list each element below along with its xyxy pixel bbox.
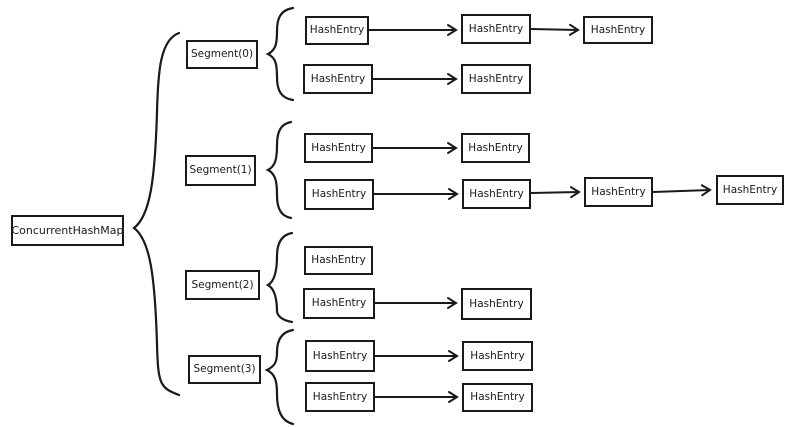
node-hashentry: HashEntry	[461, 133, 530, 163]
node-hashentry: HashEntry	[305, 16, 369, 45]
arrow	[652, 184, 712, 197]
node-hashentry: HashEntry	[305, 340, 375, 372]
node-hashentry: HashEntry	[304, 133, 373, 163]
root-brace	[132, 31, 181, 397]
node-concurrenthashmap: ConcurrentHashMap	[11, 215, 124, 246]
node-hashentry: HashEntry	[461, 14, 531, 44]
segment-0-brace	[265, 6, 295, 102]
node-hashentry: HashEntry	[303, 64, 373, 94]
node-hashentry: HashEntry	[716, 175, 784, 205]
segment-3-brace	[264, 328, 295, 426]
node-hashentry: HashEntry	[584, 177, 653, 207]
arrow	[530, 186, 581, 199]
node-segment-1: Segment(1)	[185, 155, 256, 186]
node-hashentry: HashEntry	[303, 288, 375, 319]
arrow	[530, 23, 580, 36]
node-hashentry: HashEntry	[462, 383, 533, 412]
node-hashentry: HashEntry	[462, 179, 531, 209]
segment-1-brace	[265, 120, 293, 220]
node-hashentry: HashEntry	[304, 179, 374, 210]
node-segment-2: Segment(2)	[185, 270, 260, 300]
node-hashentry: HashEntry	[305, 382, 375, 412]
node-hashentry: HashEntry	[583, 16, 653, 44]
node-segment-3: Segment(3)	[188, 355, 261, 384]
node-hashentry: HashEntry	[461, 288, 532, 320]
node-segment-0: Segment(0)	[186, 40, 258, 69]
segment-2-brace	[265, 231, 294, 324]
node-hashentry: HashEntry	[461, 64, 531, 94]
node-hashentry: HashEntry	[462, 341, 533, 371]
node-hashentry: HashEntry	[304, 246, 373, 275]
